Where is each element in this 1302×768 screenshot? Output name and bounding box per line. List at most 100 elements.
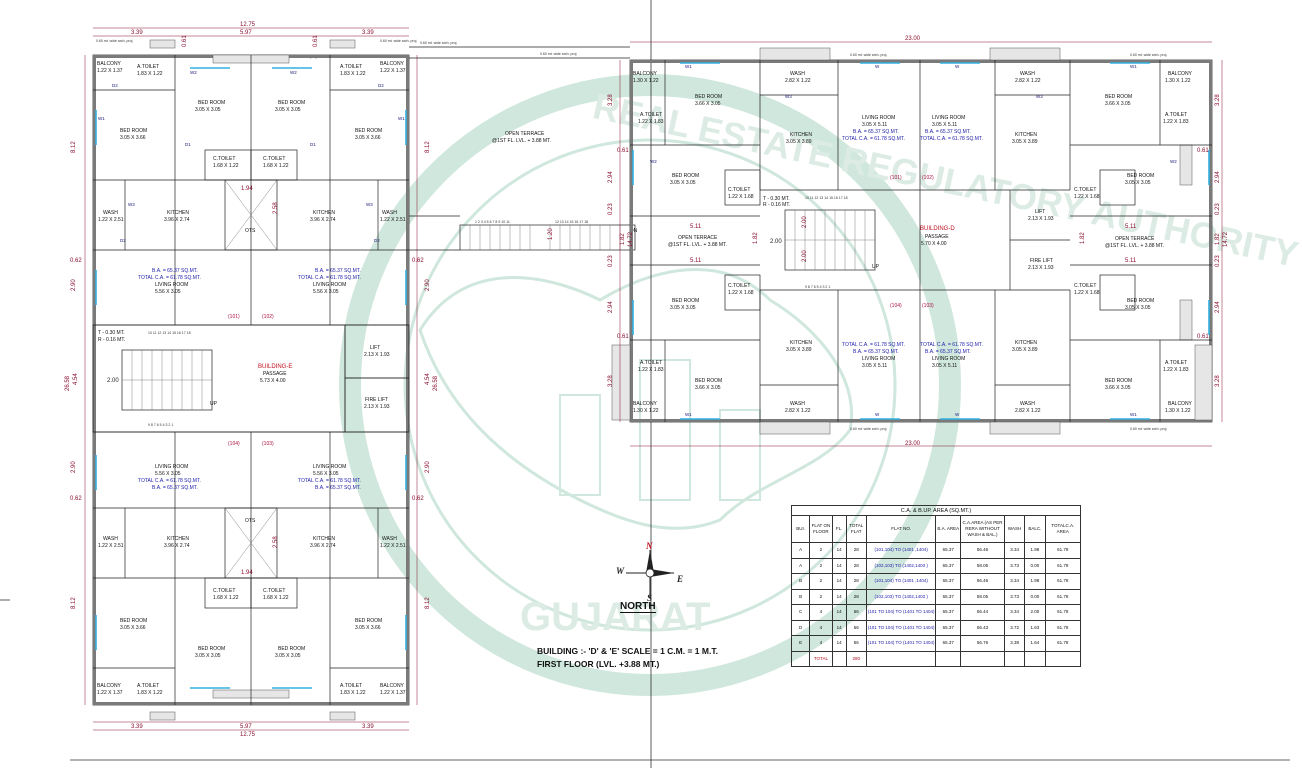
dim-height: 2.90: [425, 461, 431, 473]
room-living-size: 5.56 X 3.05: [155, 289, 181, 295]
dim-right-bottom: 3.39: [362, 724, 374, 730]
room-atoilet: A.TOILET: [340, 683, 362, 689]
dim-stair: 2.00: [802, 216, 808, 228]
dim-height: 4.54: [425, 373, 431, 385]
area-table-header-cell: B.A. AREA: [935, 515, 962, 543]
dim-center-bottom: 5.97: [240, 724, 252, 730]
room-bedroom-size: 3.66 X 3.05: [695, 385, 721, 391]
svg-text:W2: W2: [190, 70, 197, 75]
room-bedroom: BED ROOM: [672, 298, 699, 304]
table-cell: 61.78: [1044, 573, 1082, 590]
room-ctoilet: C.TOILET: [213, 588, 235, 594]
room-balcony-size: 1.30 X 1.22: [633, 408, 659, 414]
room-bedroom-size: 3.05 X 3.05: [670, 180, 696, 186]
proj-label: 0.60 mt. wide arch. proj.: [1130, 427, 1167, 431]
fire-lift-size: 2.13 X 1.93: [364, 404, 390, 410]
room-ctoilet-size: 1.22 X 1.68: [1074, 194, 1100, 200]
room-balcony: BALCONY: [1168, 401, 1193, 407]
dim-height: 0.61: [617, 334, 629, 340]
table-cell: 4: [809, 619, 833, 636]
room-bedroom-size: 3.05 X 3.66: [355, 625, 381, 631]
room-ctoilet: C.TOILET: [728, 283, 750, 289]
compass-e: E: [676, 574, 683, 584]
area-ca: TOTAL C.A. = 61.78 SQ.MT.: [842, 136, 905, 142]
compass-n: N: [645, 541, 653, 551]
table-cell: B: [790, 573, 811, 590]
room-ctoilet-size: 1.22 X 1.68: [728, 290, 754, 296]
area-ca: TOTAL C.A. = 61.78 SQ.MT.: [298, 478, 361, 484]
dim-total-width-bottom: 12.75: [240, 732, 256, 738]
table-cell: [960, 650, 1005, 667]
passage-size: 5.70 X 4.00: [921, 241, 947, 247]
area-ca: TOTAL C.A. = 61.78 SQ.MT.: [842, 342, 905, 348]
dim-height: 0.23: [608, 203, 614, 215]
svg-text:W2: W2: [1170, 159, 1177, 164]
terrace-level: @1ST FL. LVL. + 3.88 MT.: [668, 242, 727, 248]
table-cell: 2: [809, 588, 833, 605]
area-table-header-cell: BALC.: [1024, 515, 1046, 543]
area-ba: B.A. = 65.37 SQ.MT.: [315, 485, 361, 491]
dim-width: 5.11: [1125, 258, 1137, 264]
room-atoilet-size: 1.83 X 1.22: [137, 690, 163, 696]
dim-ots: 1.94: [241, 570, 253, 576]
table-cell: 61.78: [1044, 588, 1082, 605]
table-cell: A: [790, 557, 811, 574]
svg-text:10 11 12 13 14 15 16 17 18: 10 11 12 13 14 15 16 17 18: [805, 196, 848, 200]
room-kitchen: KITCHEN: [790, 132, 812, 138]
table-cell: (101,104) TO (1401 ,1404): [865, 542, 937, 559]
dim-height: 0.62: [70, 496, 82, 502]
dim-gap-right-top: 0.61: [313, 35, 319, 47]
room-ctoilet-size: 1.68 X 1.22: [213, 595, 239, 601]
fire-lift-label: FIRE LIFT: [365, 397, 388, 403]
table-cell: (101,104) TO (1401 ,1404): [865, 573, 937, 590]
dim-center-top: 5.97: [240, 30, 252, 36]
room-kitchen-size: 3.96 X 2.74: [164, 217, 190, 223]
table-cell: 14: [831, 542, 847, 559]
dim-width: 5.11: [690, 258, 702, 264]
passage-label: PASSAGE: [263, 371, 287, 377]
table-cell: [790, 650, 811, 667]
fire-lift-size: 2.13 X 1.93: [1028, 265, 1054, 271]
table-cell: 65.37: [935, 588, 962, 605]
dim-height: 0.23: [1215, 203, 1221, 215]
svg-text:D1: D1: [185, 142, 191, 147]
dim-height: 1.82: [753, 232, 759, 244]
table-cell: A: [790, 542, 811, 559]
table-cell: 280: [845, 650, 867, 667]
svg-text:W3: W3: [128, 202, 135, 207]
room-wash-size: 2.82 X 1.22: [1015, 408, 1041, 414]
area-ba: B.A. = 65.37 SQ.MT.: [853, 129, 899, 135]
table-cell: 56: [845, 635, 867, 652]
room-kitchen-size: 3.05 X 3.89: [1012, 347, 1038, 353]
svg-text:W: W: [955, 412, 960, 417]
room-bedroom-size: 3.05 X 3.05: [1125, 180, 1151, 186]
proj-label: 0.60 mt. wide arch. proj.: [1130, 53, 1167, 57]
caption-line-2: FIRST FLOOR (LVL. +3.88 MT.): [537, 659, 660, 669]
room-bedroom: BED ROOM: [198, 646, 225, 652]
table-cell: 14: [831, 557, 847, 574]
room-kitchen-size: 3.96 X 2.74: [164, 543, 190, 549]
room-living-size: 3.05 X 5.11: [862, 122, 887, 128]
dim-height: 2.94: [1215, 301, 1221, 313]
room-living-size: 3.05 X 5.11: [932, 363, 957, 369]
table-cell: [1044, 650, 1082, 667]
dim-height: 2.94: [1215, 171, 1221, 183]
table-cell: 58.05: [960, 588, 1005, 605]
proj-label: 0.60 mt. wide arch. proj.: [420, 41, 457, 45]
building-name: BUILDING-E: [258, 364, 292, 370]
room-bedroom-size: 3.05 X 3.66: [120, 625, 146, 631]
stair-up-label: UP: [210, 401, 218, 407]
dim-left-bottom: 3.39: [131, 724, 143, 730]
area-ba: B.A. = 65.37 SQ.MT.: [152, 268, 198, 274]
room-kitchen-size: 3.05 X 3.89: [786, 347, 812, 353]
area-table-title: C.A. & B.UP. AREA (SQ.MT.): [791, 505, 1081, 516]
room-atoilet: A.TOILET: [1165, 360, 1187, 366]
table-cell: 65.37: [935, 542, 962, 559]
dim-height: 0.61: [1197, 148, 1209, 154]
room-bedroom: BED ROOM: [278, 100, 305, 106]
area-ba: B.A. = 65.37 SQ.MT.: [152, 485, 198, 491]
room-wash: WASH: [103, 210, 118, 216]
terrace-label: OPEN TERRACE: [678, 235, 718, 241]
table-cell: TOTAL: [809, 650, 833, 667]
